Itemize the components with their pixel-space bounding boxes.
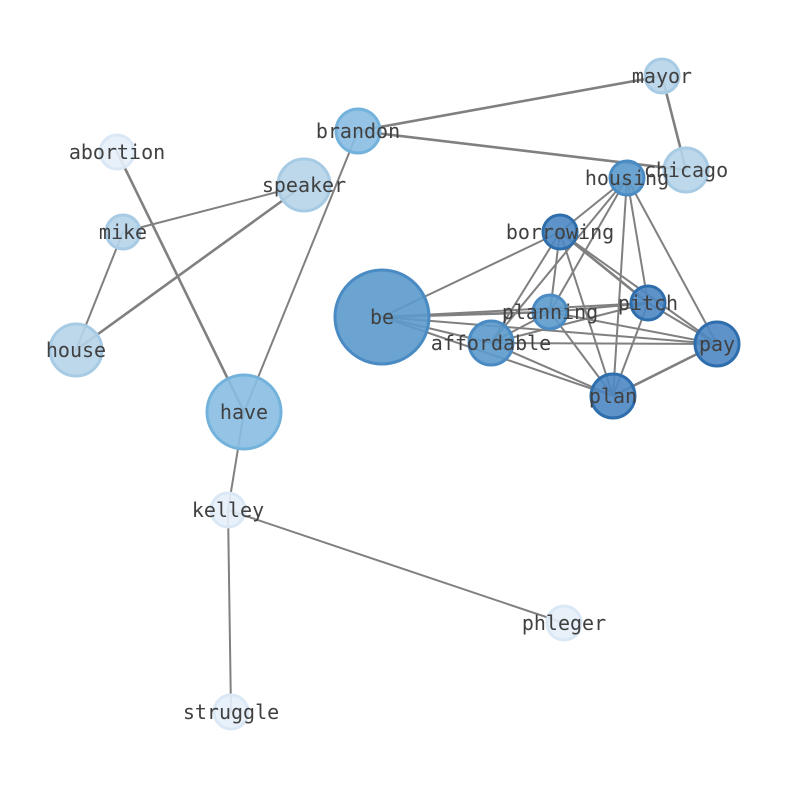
- edge-housing-pitch: [626, 177, 649, 304]
- node-label-kelley: kelley: [192, 498, 264, 522]
- node-pay: [693, 320, 741, 368]
- node-label-struggle: struggle: [183, 700, 279, 724]
- node-label-pay: pay: [699, 332, 735, 356]
- node-be: [333, 268, 431, 366]
- edge-borrowing-pitch: [558, 230, 650, 305]
- node-affordable: [467, 319, 515, 367]
- label-layer: mayor brandon abortion chicago speaker housin…: [46, 64, 735, 724]
- edge-speaker-mike: [122, 184, 305, 233]
- edge-kelley-struggle: [227, 509, 232, 713]
- node-layer: [48, 57, 741, 731]
- node-housing: [608, 159, 646, 197]
- node-label-housing: housing: [585, 166, 669, 190]
- node-label-pitch: pitch: [618, 291, 678, 315]
- node-label-affordable: affordable: [431, 331, 551, 355]
- node-label-planning: planning: [502, 300, 598, 324]
- edge-borrowing-plan: [559, 231, 614, 397]
- edge-housing-plan: [612, 177, 628, 397]
- edge-housing-affordable: [490, 177, 628, 344]
- node-phleger: [545, 604, 583, 642]
- node-label-plan: plan: [589, 384, 637, 408]
- node-label-speaker: speaker: [262, 173, 346, 197]
- node-brandon: [334, 107, 382, 155]
- node-label-abortion: abortion: [69, 140, 165, 164]
- edge-abortion-have: [115, 150, 246, 414]
- node-planning: [531, 293, 569, 331]
- node-borrowing: [541, 213, 579, 251]
- node-label-house: house: [46, 338, 106, 362]
- node-label-brandon: brandon: [316, 119, 400, 143]
- node-mayor: [643, 57, 681, 95]
- node-pitch: [629, 284, 667, 322]
- node-chicago: [662, 146, 710, 194]
- node-label-chicago: chicago: [644, 158, 728, 182]
- edge-kelley-phleger: [227, 509, 565, 624]
- edge-brandon-mayor: [356, 74, 664, 133]
- edge-planning-pay: [549, 311, 718, 345]
- node-plan: [589, 372, 637, 420]
- edge-speaker-house: [74, 183, 306, 352]
- edge-housing-pay: [626, 177, 718, 345]
- node-label-phleger: phleger: [522, 611, 606, 635]
- node-kelley: [209, 491, 247, 529]
- node-label-mike: mike: [99, 220, 147, 244]
- node-house: [48, 322, 104, 378]
- node-label-mayor: mayor: [632, 64, 692, 88]
- node-have: [205, 373, 283, 451]
- edge-affordable-pitch: [490, 302, 649, 344]
- node-label-borrowing: borrowing: [506, 220, 614, 244]
- edge-affordable-pay: [490, 342, 718, 345]
- node-label-have: have: [220, 400, 268, 424]
- edge-brandon-have: [243, 130, 359, 413]
- edge-housing-planning: [549, 177, 628, 313]
- node-label-be: be: [370, 305, 394, 329]
- node-abortion: [98, 133, 136, 171]
- node-struggle: [212, 693, 250, 731]
- node-speaker: [276, 157, 332, 213]
- node-mike: [104, 213, 142, 251]
- edge-be-pay: [381, 316, 718, 345]
